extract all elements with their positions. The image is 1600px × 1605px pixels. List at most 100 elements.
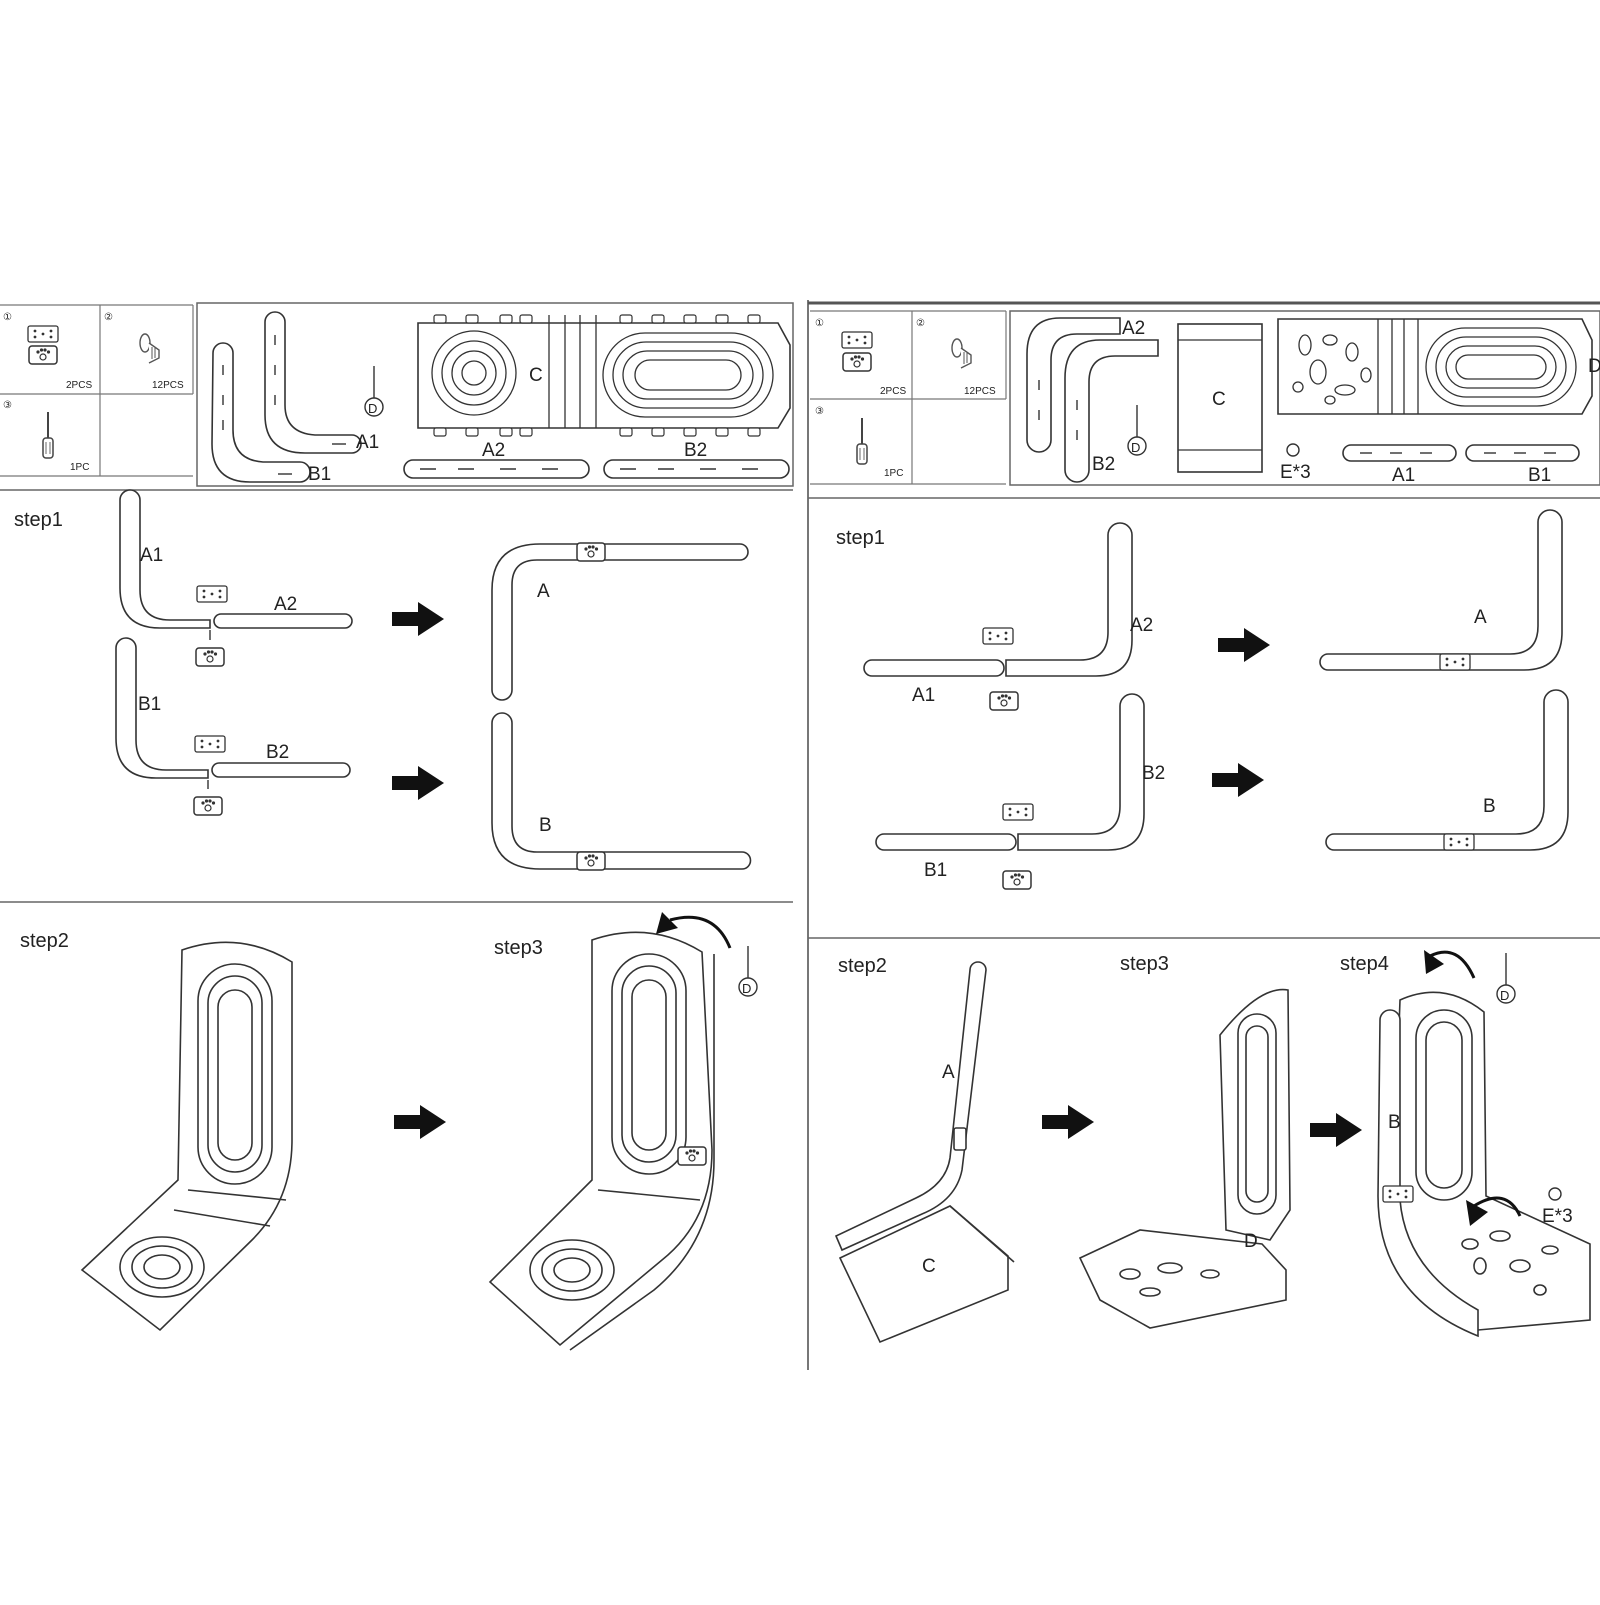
tabs-C-top (433, 314, 761, 437)
arrow-right-icon (1218, 628, 1270, 662)
screw-icon (951, 338, 972, 369)
step2-chair (80, 941, 293, 1332)
right-parts-box (810, 310, 1007, 485)
right-step4-label-E3: E*3 (1542, 1206, 1573, 1227)
right-step1-title: step1 (836, 527, 885, 549)
label-E3-top: E*3 (1280, 462, 1311, 483)
result-label-A: A (1474, 607, 1487, 628)
right-step2-drawing (834, 961, 1015, 1344)
right-instructions: ① ② ③ 2PCS 12PCS 1PC A2 B2 D C E*3 (808, 301, 1600, 1344)
arrow-right-icon (392, 766, 444, 800)
right-step2-label-C: C (922, 1256, 936, 1277)
piece-A2-L (1026, 317, 1121, 453)
right-step4-label-D: D (1500, 988, 1509, 1003)
result-A (491, 543, 749, 701)
part-number-1: ① (3, 312, 12, 323)
step1-label-B1: B1 (138, 694, 161, 715)
piece-B2-strip (603, 459, 790, 479)
arrow-right-icon (1042, 1105, 1094, 1139)
screwdriver-icon (856, 417, 868, 465)
step1-label-A2: A2 (1130, 615, 1153, 636)
right-step3-title: step3 (1120, 953, 1169, 975)
right-step4-label-B: B (1388, 1112, 1401, 1133)
result-B (491, 712, 752, 870)
part-qty-2: 12PCS (152, 380, 184, 391)
bracket-plate-icon (982, 627, 1014, 645)
bracket-plate-icon (1002, 803, 1034, 821)
label-A1-top: A1 (356, 432, 379, 453)
paw-bracket-icon (1002, 870, 1032, 890)
piece-B1 (211, 342, 311, 483)
label-B1-top: B1 (308, 464, 331, 485)
step1-A1 (863, 659, 1005, 677)
paw-bracket-icon (195, 647, 225, 667)
result-label-B: B (539, 815, 552, 836)
label-B1-top: B1 (1528, 465, 1551, 486)
part-number-3: ③ (815, 406, 824, 417)
step1-B2 (1017, 693, 1145, 851)
step1-B2 (211, 762, 351, 778)
label-C-top: C (529, 365, 543, 386)
bracket-plate-icon (1443, 833, 1475, 851)
step1-label-B1: B1 (924, 860, 947, 881)
right-step4-drawing (1377, 991, 1591, 1338)
right-step2-title: step2 (838, 955, 887, 977)
step3-label-D: D (742, 981, 751, 996)
screw-icon (139, 333, 160, 364)
step1-label-B2: B2 (1142, 763, 1165, 784)
right-step3-drawing (1078, 988, 1291, 1329)
step1-label-A1: A1 (140, 545, 163, 566)
paw-bracket-icon (193, 796, 223, 816)
step1-A2 (1005, 522, 1133, 677)
arrow-right-icon (1310, 1113, 1362, 1147)
bracket-plate-icon (1439, 653, 1471, 671)
label-B2-top: B2 (1092, 454, 1115, 475)
label-D-edge: D (1588, 356, 1600, 377)
paw-bracket-icon (989, 691, 1019, 711)
right-step3-label-D: D (1244, 1231, 1258, 1252)
part-number-2: ② (916, 318, 925, 329)
screwdriver-icon (42, 411, 54, 459)
piece-C-folded (1177, 323, 1263, 473)
left-step3-title: step3 (494, 937, 543, 959)
result-label-B: B (1483, 796, 1496, 817)
label-D-top: D (368, 401, 377, 416)
bracket-plate-icon (27, 325, 59, 343)
bracket-plate-icon (1382, 1185, 1414, 1203)
result-label-A: A (537, 581, 550, 602)
result-A (1319, 509, 1563, 671)
paw-bracket-icon (576, 851, 606, 871)
piece-seat-panel (1277, 318, 1593, 415)
left-parts-box (0, 304, 194, 477)
part-qty-3: 1PC (884, 468, 903, 479)
left-instructions: ① ② ③ 2PCS 12PCS 1PC D A1 B1 (0, 302, 794, 1351)
arrow-right-icon (394, 1105, 446, 1139)
paw-bracket-icon (842, 352, 872, 372)
part-qty-1: 2PCS (880, 386, 906, 397)
part-number-2: ② (104, 312, 113, 323)
label-A2-top: A2 (1122, 318, 1145, 339)
step1-A1 (119, 489, 211, 629)
step1-A2 (213, 613, 353, 629)
left-components-box (196, 302, 794, 487)
step1-label-A2: A2 (274, 594, 297, 615)
right-step4-title: step4 (1340, 953, 1389, 975)
step3-chair (488, 931, 715, 1351)
curved-arrow-icon (669, 915, 732, 949)
label-B2-top: B2 (684, 440, 707, 461)
bracket-plate-icon (194, 735, 226, 753)
arrow-right-icon (392, 602, 444, 636)
step1-B1 (115, 637, 209, 779)
step1-label-B2: B2 (266, 742, 289, 763)
pin-E-icon (1286, 443, 1300, 457)
piece-A1 (264, 311, 362, 454)
step1-B1 (875, 833, 1017, 851)
piece-B2-L (1064, 339, 1159, 483)
label-A1-top: A1 (1392, 465, 1415, 486)
curved-arrow-icon (1429, 950, 1476, 979)
part-qty-1: 2PCS (66, 380, 92, 391)
label-A2-top: A2 (482, 440, 505, 461)
arrow-right-icon (1212, 763, 1264, 797)
paw-bracket-icon (576, 542, 606, 562)
